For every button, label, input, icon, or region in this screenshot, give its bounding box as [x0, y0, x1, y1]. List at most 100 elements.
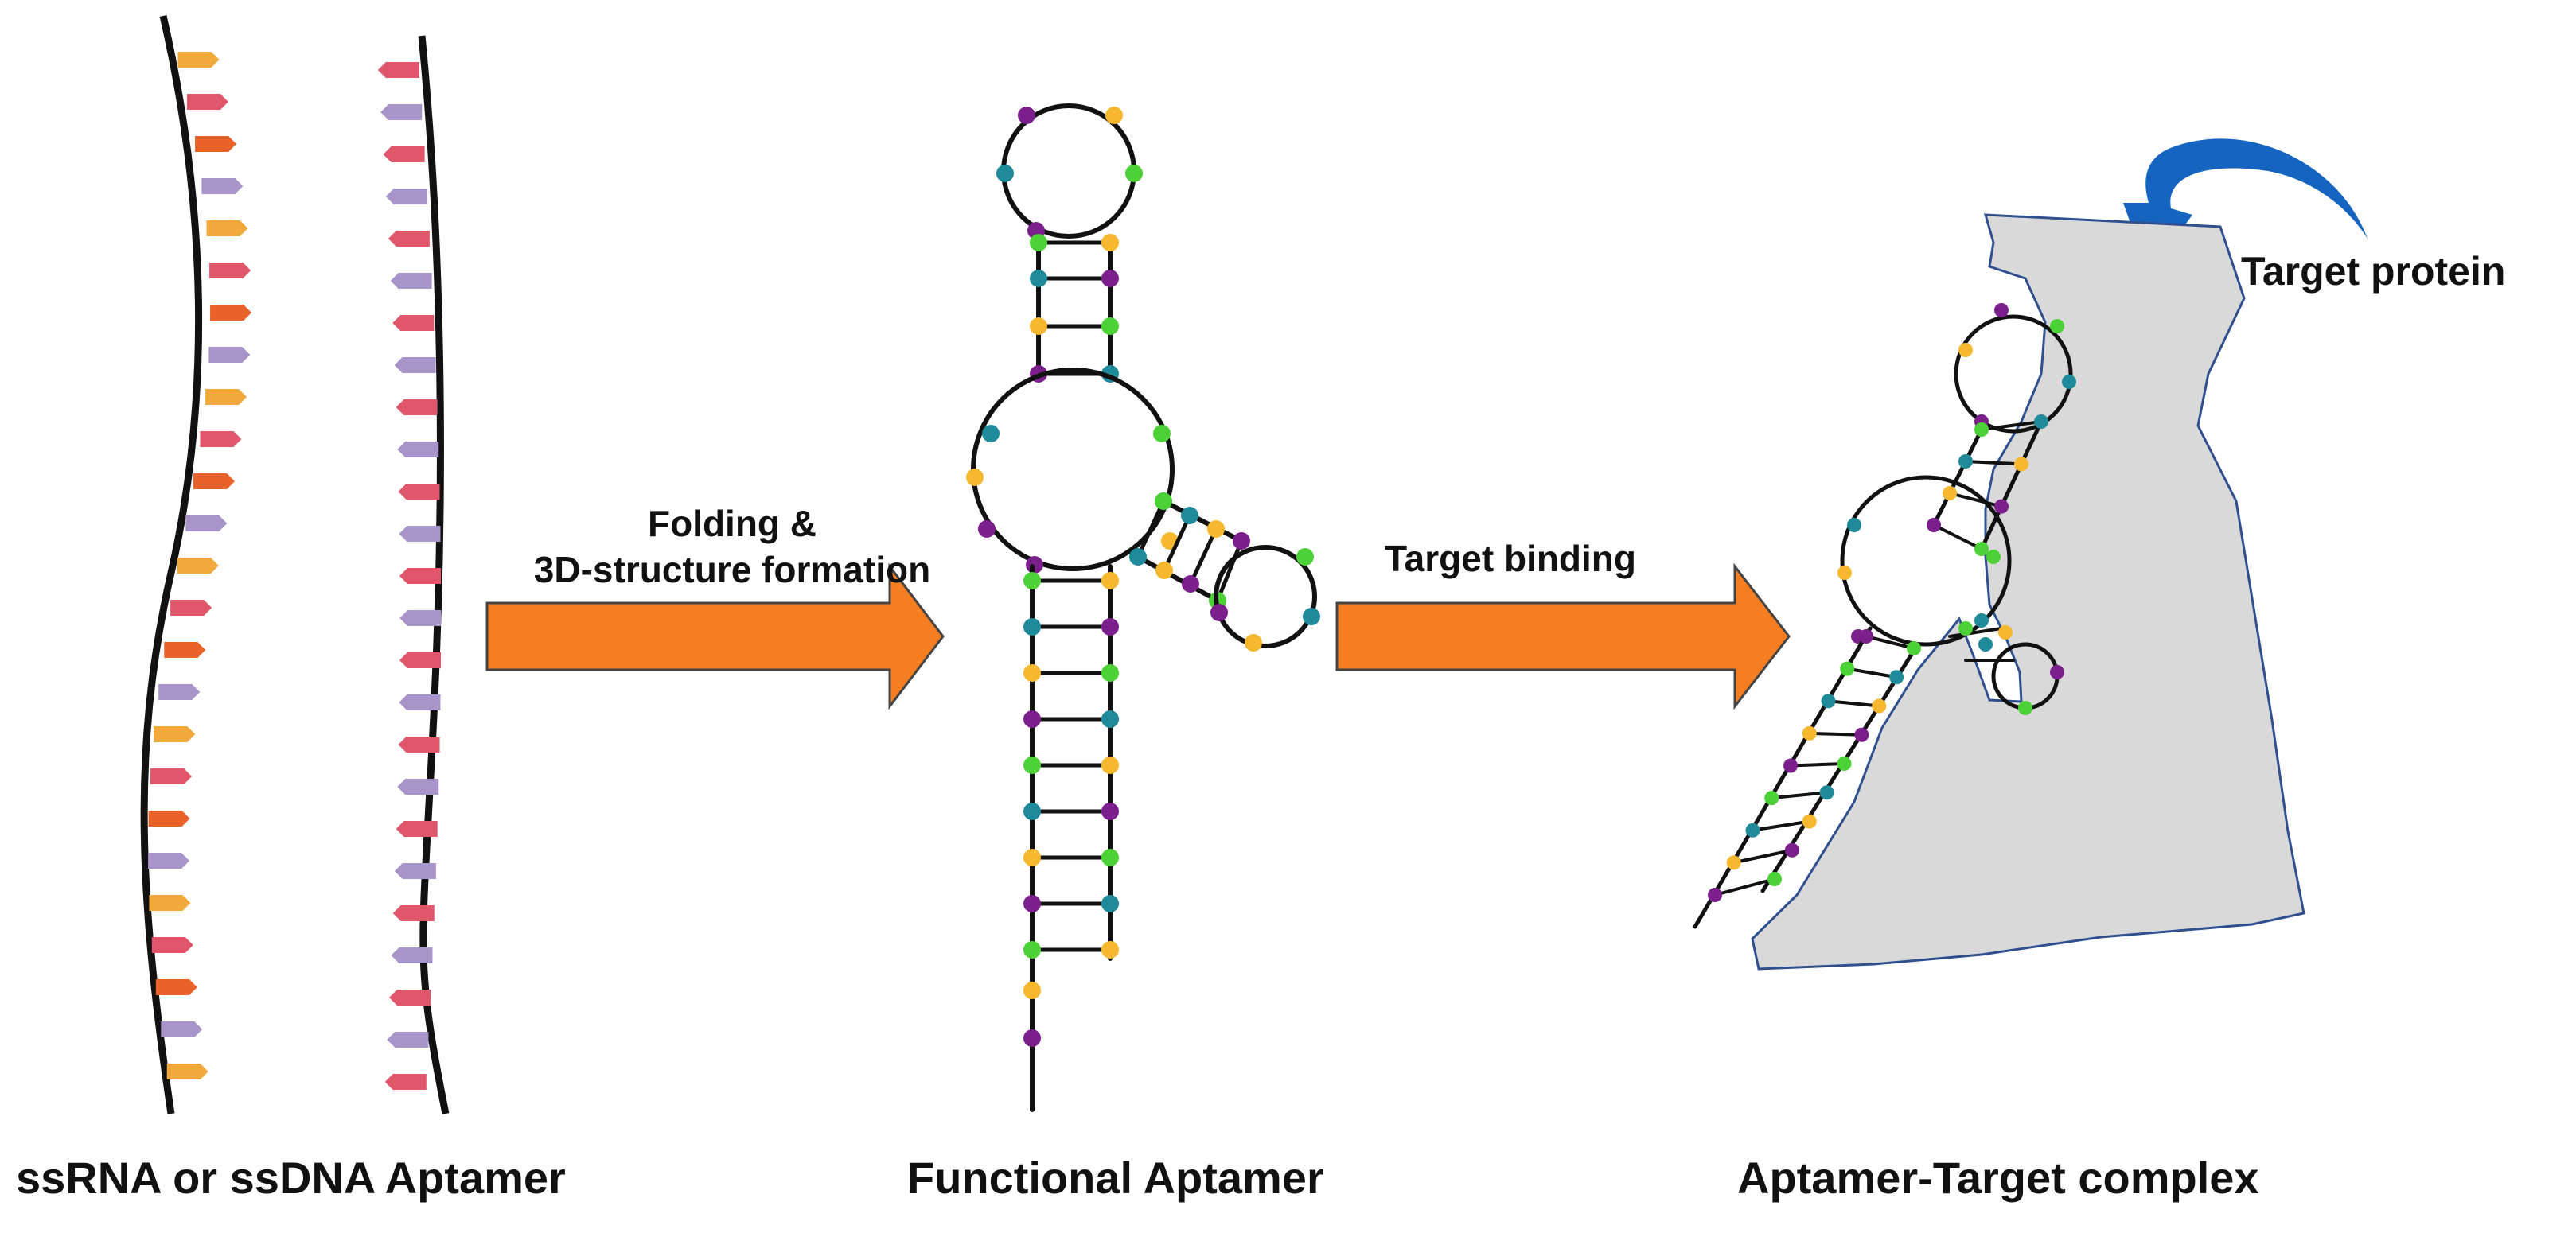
nucleotide-node: [1958, 454, 1973, 469]
nucleotide-node: [1296, 548, 1314, 566]
nucleotide-node: [1023, 803, 1041, 820]
nucleotide-node: [2018, 701, 2032, 715]
nucleotide-node: [1101, 317, 1119, 335]
nucleotide-node: [1210, 604, 1228, 621]
nucleobase-left: [150, 768, 193, 784]
nucleotide-node: [2014, 457, 2028, 472]
complex-rung: [1789, 762, 1846, 768]
nucleobase-left: [158, 684, 201, 700]
nucleotide-node: [1802, 814, 1817, 829]
nucleobase-right: [397, 779, 439, 795]
nucleotide-node: [1958, 621, 1973, 636]
nucleotide-node: [2034, 414, 2048, 429]
nucleobase-left: [161, 1021, 203, 1037]
base-pair-rung: [1188, 527, 1218, 586]
nucleotide-node: [1986, 550, 2001, 564]
complex-rung: [1713, 877, 1776, 897]
nucleotide-node: [1767, 872, 1782, 886]
process-arrows-group: [485, 138, 2368, 710]
nucleotide-node: [1726, 855, 1741, 870]
nucleobase-right: [380, 104, 423, 120]
complex-rung: [1770, 791, 1829, 800]
target-protein: [1751, 213, 2305, 971]
nucleotide-node: [1023, 982, 1041, 999]
complex-internal-loop: [1840, 475, 2012, 647]
nucleotide-node: [1745, 823, 1760, 838]
nucleotide-node: [1303, 608, 1320, 625]
nucleotide-node: [1764, 791, 1779, 806]
nucleotide-node: [1030, 234, 1047, 251]
nucleobase-right: [396, 821, 438, 837]
nucleobase-right: [388, 231, 430, 247]
nucleobase-left: [206, 220, 248, 236]
nucleobase-left: [164, 642, 206, 658]
nucleotide-node: [1101, 234, 1119, 251]
complex-rung: [1845, 667, 1899, 679]
nucleobase-left: [149, 895, 191, 911]
backbone-segment: [1979, 419, 2044, 551]
nucleotide-node: [1943, 486, 1957, 500]
internal-loop: [971, 368, 1175, 571]
nucleotide-node: [1101, 803, 1119, 820]
nucleotide-node: [1101, 270, 1119, 287]
nucleotide-node: [1847, 518, 1861, 532]
nucleotide-node: [1978, 637, 1993, 652]
complex-rung: [1807, 731, 1864, 737]
nucleobase-right: [399, 526, 441, 542]
target-protein-group: [1751, 213, 2305, 971]
nucleotide-node: [1907, 641, 1921, 655]
backbone-segment: [1693, 626, 1873, 929]
nucleobase-left: [148, 811, 190, 827]
nucleobase-right: [394, 863, 436, 879]
nucleotide-node: [966, 469, 984, 486]
nucleotide-node: [1837, 757, 1852, 771]
nucleotide-node: [1023, 895, 1041, 912]
nucleobase-left: [186, 94, 228, 110]
folding-label-line1: Folding &: [647, 503, 817, 544]
nucleobase-left: [185, 515, 228, 531]
caption-strands: ssRNA or ssDNA Aptamer: [16, 1153, 566, 1203]
single-strands-group: [140, 14, 450, 1114]
nucleobase-right: [399, 568, 442, 584]
nucleobase-left: [170, 600, 212, 616]
complex-rung: [1732, 848, 1794, 865]
nucleotide-node: [1819, 785, 1834, 800]
nucleotide-node: [1958, 343, 1973, 357]
nucleobase-left: [155, 979, 197, 995]
nucleotide-node: [982, 425, 1000, 442]
nucleotide-node: [1101, 849, 1119, 866]
nucleobase-right: [390, 273, 432, 289]
nucleobase-left: [201, 178, 244, 194]
nucleotide-node: [1974, 422, 1989, 437]
nucleobase-right: [383, 146, 425, 162]
complex-hairpin-loop: [1954, 314, 2073, 434]
folding-label: Folding & 3D-structure formation: [477, 501, 987, 593]
complex-aptamer-group: [1693, 303, 2076, 929]
curved-arrow: [2123, 138, 2368, 274]
nucleobase-right: [396, 399, 438, 415]
nucleobase-right: [397, 442, 439, 457]
caption-complex: Aptamer-Target complex: [1737, 1153, 2259, 1203]
nucleotide-node: [1023, 941, 1041, 959]
nucleotide-node: [1974, 613, 1989, 628]
nucleotide-node: [1784, 842, 1799, 858]
nucleobase-left: [177, 52, 220, 68]
nucleobase-right: [387, 1032, 429, 1048]
nucleobase-right: [394, 357, 436, 373]
complex-rung: [1964, 460, 2023, 466]
nucleotide-node: [1030, 317, 1047, 335]
nucleotide-node: [1245, 634, 1262, 652]
nucleobase-left: [166, 1064, 208, 1079]
complex-rung: [1948, 492, 2003, 508]
nucleotide-node: [1708, 888, 1722, 902]
nucleotide-node: [996, 165, 1014, 182]
nucleobase-left: [148, 853, 190, 869]
nucleotide-node: [1023, 618, 1041, 636]
nucleobase-left: [195, 136, 237, 152]
nucleotide-node: [1023, 757, 1041, 774]
nucleobase-left: [193, 473, 236, 489]
nucleobase-left: [154, 726, 196, 742]
complex-rung: [1865, 635, 1915, 650]
nucleotide-node: [2062, 375, 2076, 389]
